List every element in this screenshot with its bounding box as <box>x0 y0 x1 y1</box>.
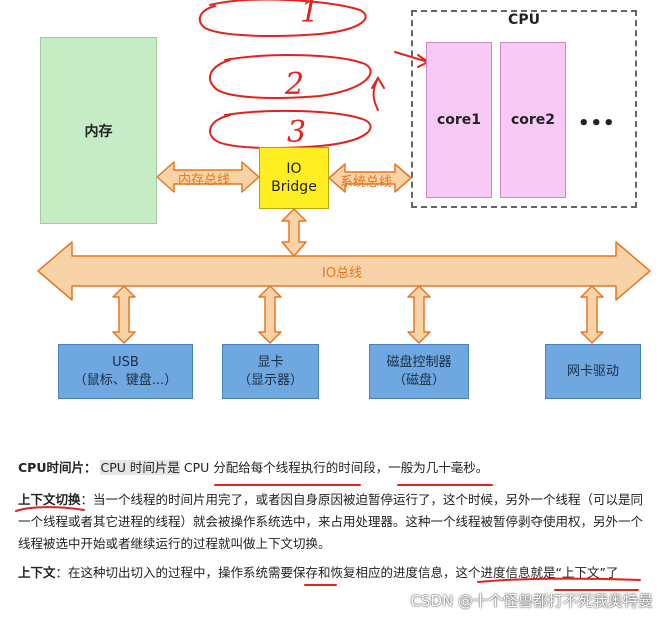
core1-box: core1 <box>426 42 492 198</box>
cpu-time-slice-note: CPU时间片： CPU 时间片是 CPU 分配给每个线程执行的时间段，一般为几十… <box>18 456 667 480</box>
context-switch-note-line3: 线程被选中开始或者继续运行的过程就叫做上下文切换。 <box>18 536 331 551</box>
cpu-time-slice-text: CPU 分配给每个线程执行的时间段，一般为几十毫秒。 <box>179 460 489 475</box>
system-bus-label: 系统总线 <box>340 175 393 190</box>
context-switch-note-line1: 上下文切换：当一个线程的时间片用完了，或者因自身原因被迫暂停运行了，这个时候，另… <box>18 488 667 512</box>
context-switch-text-1: ：当一个线程的时间片用完了，或者因自身原因被迫暂停运行了，这个时候，另外一个线程… <box>80 492 644 507</box>
bridge-io-arrow <box>281 208 307 257</box>
gpu-device-box: 显卡 （显示器） <box>222 344 319 399</box>
disk-controller-box: 磁盘控制器 （磁盘） <box>369 344 469 399</box>
more-cores-ellipsis: ••• <box>578 113 616 134</box>
gpu-sublabel: （显示器） <box>237 372 303 388</box>
scribble-loop-2 <box>209 54 372 99</box>
gpu-connector-arrow <box>258 285 282 344</box>
memory-bus-label: 内存总线 <box>178 173 231 188</box>
underline-context-switch <box>15 506 85 512</box>
context-text: ：在这种切出切入的过程中，操作系统需要保存和恢复相应的进度信息，这个进度信息就是… <box>55 565 619 580</box>
gpu-label: 显卡 <box>257 354 284 370</box>
disk-connector-arrow <box>407 285 431 344</box>
nic-device-box: 网卡驱动 <box>545 344 641 399</box>
context-switch-term: 上下文切换 <box>18 492 81 507</box>
core1-label: core1 <box>436 112 482 128</box>
io-bus-arrow <box>37 241 651 301</box>
usb-connector-arrow <box>112 285 136 344</box>
context-term: 上下文 <box>18 565 56 580</box>
scribble-loop-1 <box>198 0 367 37</box>
usb-label: USB <box>112 354 139 370</box>
watermark: CSDN @十个怪兽都打不死我奥特曼 <box>410 592 653 610</box>
memory-box: 内存 <box>40 37 157 224</box>
nic-label: 网卡驱动 <box>566 363 619 379</box>
handwritten-1: 1 <box>300 0 319 30</box>
disk-sublabel: （磁盘） <box>392 372 445 388</box>
cpu-time-slice-highlight: CPU 时间片是 <box>100 460 180 475</box>
memory-label: 内存 <box>84 123 113 140</box>
handwritten-2: 2 <box>284 67 304 102</box>
io-bridge-line1: IO <box>286 161 302 177</box>
io-bus-label: IO总线 <box>322 266 363 281</box>
disk-label: 磁盘控制器 <box>386 354 452 370</box>
handwritten-3: 3 <box>287 115 306 150</box>
usb-device-box: USB （鼠标、键盘...） <box>58 344 193 399</box>
cpu-frame <box>411 10 637 208</box>
core2-label: core2 <box>510 112 556 128</box>
nic-connector-arrow <box>580 285 604 344</box>
io-bridge-line2: Bridge <box>271 179 317 195</box>
underline-shangxiawen <box>477 577 641 583</box>
context-note: 上下文：在这种切出切入的过程中，操作系统需要保存和恢复相应的进度信息，这个进度信… <box>18 561 667 585</box>
handwritten-annotations <box>15 0 641 591</box>
scribble-loop-3 <box>209 109 372 149</box>
usb-sublabel: （鼠标、键盘...） <box>73 372 178 388</box>
io-bridge-box: IO Bridge <box>259 147 329 209</box>
cpu-label: CPU <box>508 12 540 28</box>
context-switch-note-line2: 一个线程或者其它进程的线程）就会被操作系统选中，来占用处理器。这种一个线程被暂停… <box>18 514 644 529</box>
core2-box: core2 <box>500 42 566 198</box>
cpu-time-slice-term: CPU时间片： <box>18 460 97 475</box>
